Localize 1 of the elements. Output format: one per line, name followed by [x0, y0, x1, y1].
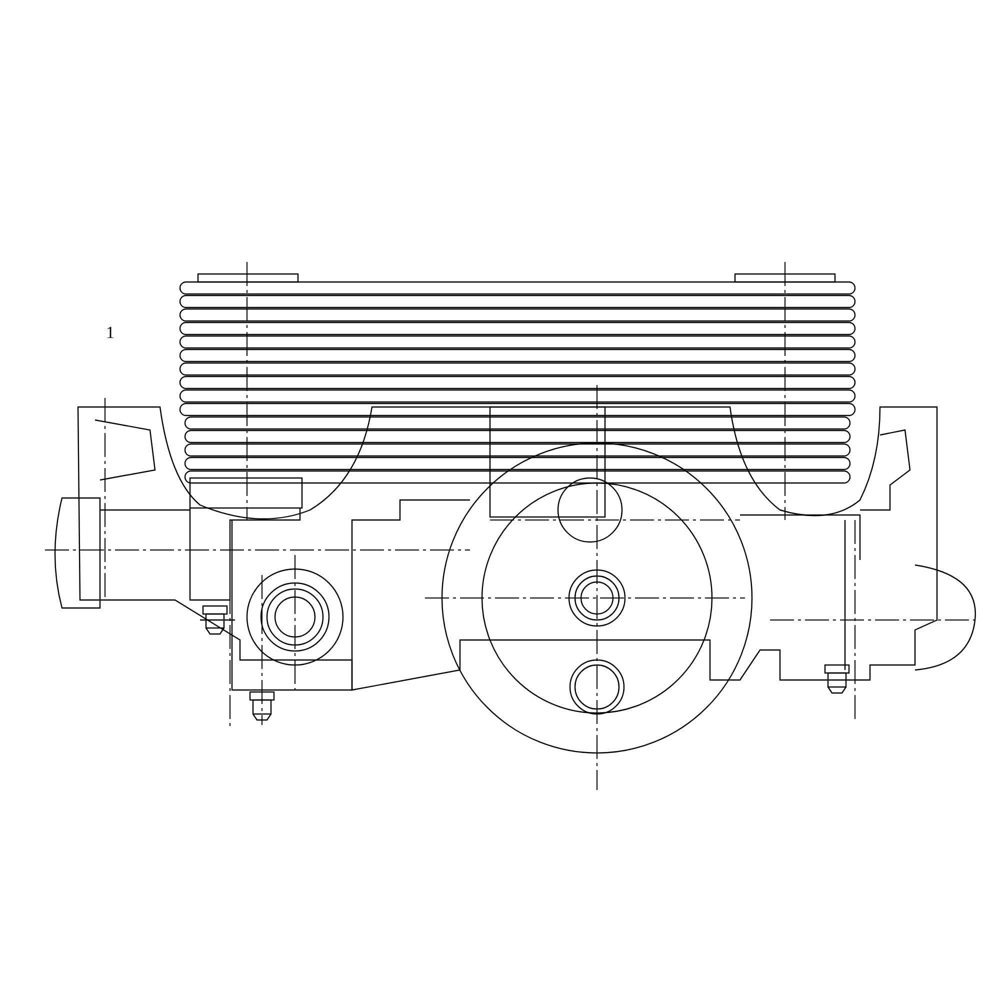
callout-number: 1 [106, 322, 114, 344]
